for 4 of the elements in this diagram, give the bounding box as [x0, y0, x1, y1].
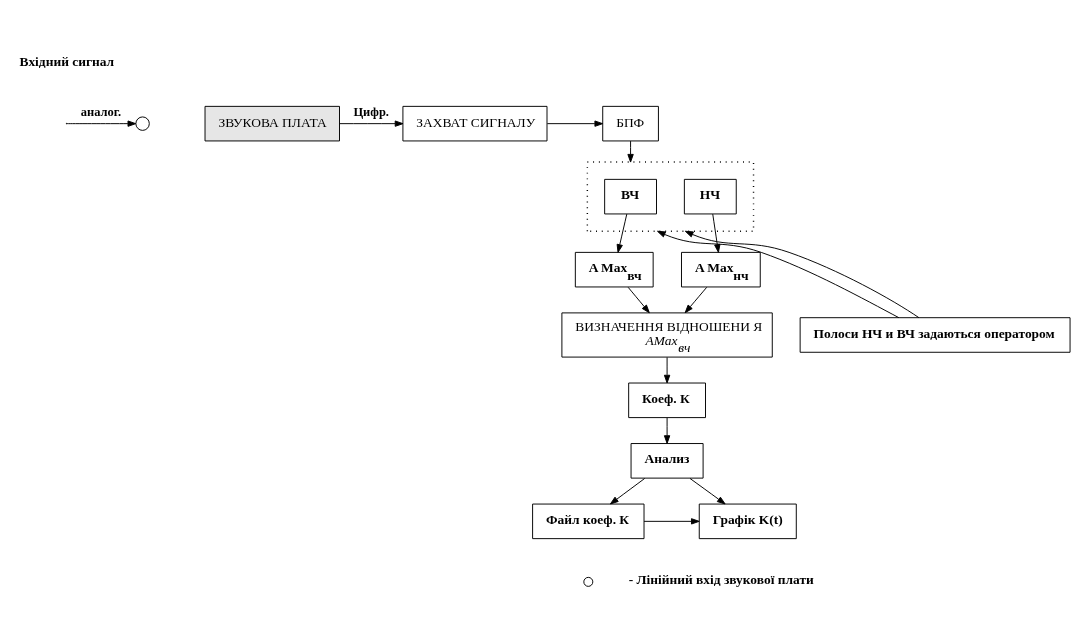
legend-label: - Лінійний вхід звукової плати	[628, 571, 814, 587]
edge-label: Цифр.	[353, 104, 389, 119]
edge-label: аналог.	[80, 104, 122, 119]
label: Вхідний сигнал	[19, 53, 115, 69]
